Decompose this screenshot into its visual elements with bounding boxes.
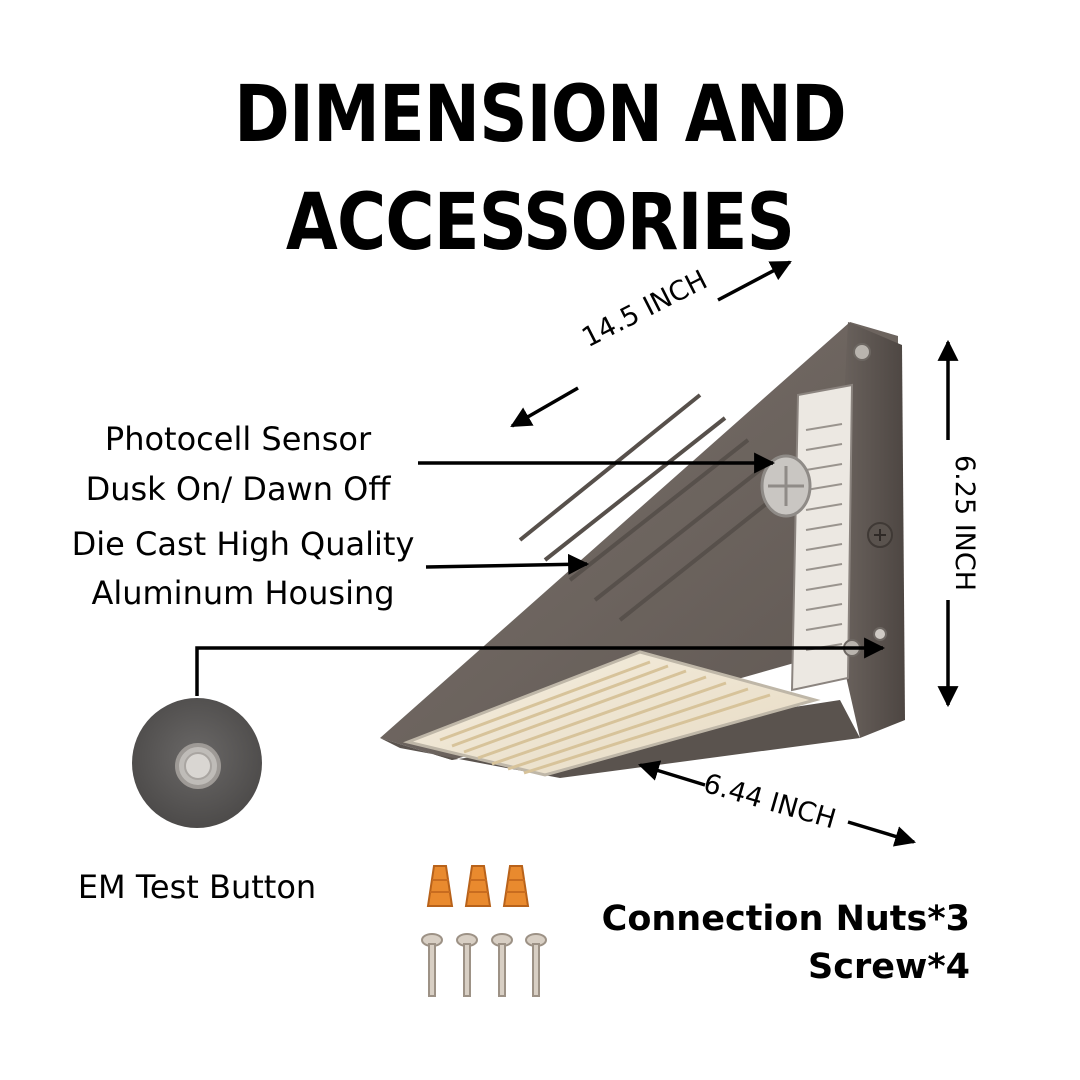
screws-label: Screw*4	[808, 947, 970, 987]
led-rows	[439, 660, 771, 775]
dimension-height-label: 6.25 INCH	[949, 455, 980, 592]
page-title-line-1: DIMENSION AND	[234, 70, 847, 160]
photocell-label-line-2: Dusk On/ Dawn Off	[85, 470, 391, 508]
photocell-label-line-1: Photocell Sensor	[104, 420, 372, 458]
page-title-line-2: ACCESSORIES	[285, 178, 795, 268]
label-text-lines	[805, 423, 843, 651]
connection-nuts-label: Connection Nuts*3	[601, 899, 970, 939]
bolt-top	[853, 343, 871, 361]
screws	[421, 933, 547, 997]
product-label	[790, 383, 854, 692]
housing-top	[380, 322, 898, 760]
connection-nuts	[426, 865, 530, 907]
em-test-button-label: EM Test Button	[77, 868, 317, 906]
housing-label-line-2: Aluminum Housing	[91, 574, 395, 612]
led-panel	[402, 650, 821, 777]
housing-label-line-1: Die Cast High Quality	[71, 525, 415, 563]
